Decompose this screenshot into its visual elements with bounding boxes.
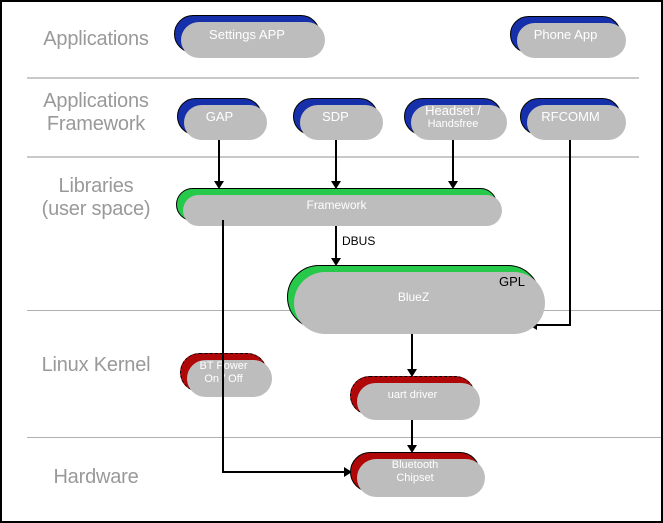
node-gap-label: GAP [205, 109, 234, 124]
node-headset-label-line2: Handsfree [427, 117, 479, 130]
layer-label-libraries: Libraries (user space) [41, 175, 151, 220]
edge-rfcomm-bluez-hline [536, 324, 571, 326]
node-sdp[interactable]: SDP [293, 98, 383, 140]
node-gap[interactable]: GAP [177, 98, 267, 140]
node-headset-handsfree[interactable]: Headset / Handsfree [404, 98, 507, 140]
divider-applications [27, 77, 639, 79]
edge-framework-bluez-line [335, 220, 337, 260]
edge-uart-chipset-arrow [407, 445, 417, 453]
node-phone-app-label: Phone App [533, 27, 598, 42]
node-framework[interactable]: Framework [176, 188, 502, 226]
node-settings-app-label: Settings APP [209, 26, 285, 42]
edge-framework-chipset-hline [222, 471, 347, 473]
node-rfcomm-label: RFCOMM [541, 109, 600, 124]
edge-headset-framework-arrow [448, 181, 458, 189]
layer-label-applications: Applications [43, 28, 149, 50]
node-bluetooth-chipset[interactable]: Bluetooth Chipset [350, 452, 485, 497]
node-headset-label-line1: Headset / [425, 102, 481, 118]
layer-label-applications-framework: Applications Framework [43, 90, 149, 135]
layer-label-linux-kernel: Linux Kernel [41, 354, 151, 376]
edge-sdp-framework-arrow [331, 181, 341, 189]
edge-sdp-framework-line [335, 134, 337, 184]
edge-framework-chipset-vline [222, 220, 224, 472]
edge-label-dbus: DBUS [342, 234, 376, 248]
node-bluez-gpl-tag: GPL [498, 274, 525, 289]
edge-gap-framework-line [218, 134, 220, 184]
edge-gap-framework-arrow [214, 181, 224, 189]
edge-framework-chipset-arrow [344, 467, 352, 477]
edge-uart-chipset-line [411, 415, 413, 450]
edge-framework-bluez-arrow [331, 258, 341, 266]
node-settings-app[interactable]: Settings APP [174, 15, 325, 58]
node-bluetooth-chipset-label-line2: Chipset [396, 472, 434, 484]
node-sdp-label: SDP [322, 109, 349, 124]
node-rfcomm[interactable]: RFCOMM [520, 98, 626, 140]
node-bluez[interactable]: GPL BlueZ [287, 265, 545, 334]
node-framework-label: Framework [306, 197, 367, 212]
edge-bluez-uart-arrow [407, 369, 417, 377]
node-uart-driver[interactable]: uart driver [350, 376, 480, 420]
edge-rfcomm-bluez-vline [569, 134, 571, 326]
divider-linux-kernel [27, 437, 661, 438]
node-bluez-label: BlueZ [397, 290, 430, 304]
layer-label-hardware: Hardware [53, 466, 139, 488]
edge-bluez-uart-line [411, 329, 413, 371]
node-bluetooth-chipset-label-line1: Bluetooth [391, 459, 439, 471]
node-uart-driver-label: uart driver [387, 389, 438, 401]
node-phone-app[interactable]: Phone App [510, 16, 626, 58]
edge-headset-framework-line [452, 134, 454, 184]
divider-applications-framework [27, 156, 639, 158]
